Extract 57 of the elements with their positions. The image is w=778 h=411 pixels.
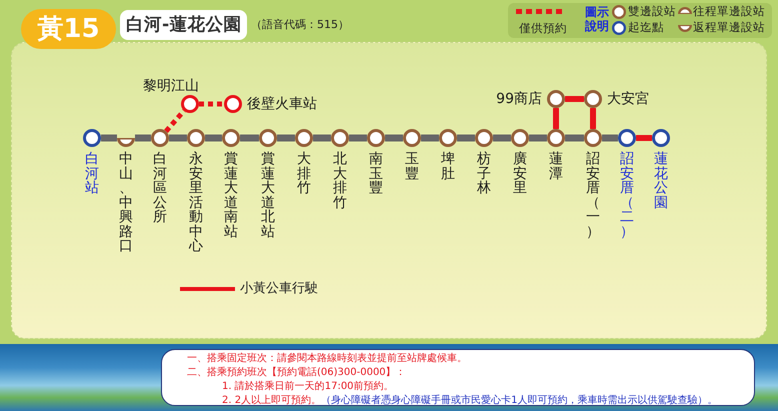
station-name: 北大排竹: [333, 152, 347, 210]
note-text: 二、搭乘預約班次【預約電話(06)300-0000】：: [187, 366, 406, 379]
route-line: [135, 134, 151, 142]
legend-text: 起迄點: [628, 20, 664, 35]
station-name: 永安里活動中心: [189, 152, 203, 254]
station-name: 後壁火車站: [247, 95, 317, 113]
note-text: 1. 請於搭乘日前一天的17:00前預約。: [222, 380, 394, 393]
station-name: 黎明江山: [143, 78, 199, 94]
station-name: 廣安里: [513, 152, 527, 196]
route-line: [421, 134, 439, 142]
station-name: 大安宮: [607, 90, 649, 108]
route-line: [590, 108, 596, 129]
route-title: 白河-蓮花公園: [120, 10, 248, 40]
route-line: [565, 134, 584, 142]
route-line: [553, 108, 559, 129]
legend-text: 返程單邊設站: [693, 20, 765, 35]
note-text: 2. 2人以上即可預約。: [222, 394, 322, 407]
route-line: [602, 134, 618, 142]
station-name: 中山、中興路口: [119, 152, 133, 254]
route-line: [240, 134, 259, 142]
dotted-route-line: [164, 109, 186, 133]
route-line: [457, 134, 475, 142]
dotted-route-line: [199, 102, 224, 106]
station-name: 詔安厝（二）: [620, 152, 634, 239]
station-name: 99商店: [496, 90, 542, 108]
legend-text: 僅供預約: [519, 21, 567, 36]
voice-code-text: （語音代碼：515）: [251, 17, 349, 33]
station-name: 白河站: [85, 152, 99, 196]
route-line: [277, 134, 295, 142]
route-line: [349, 134, 367, 142]
station-name: 詔安厝（一）: [586, 152, 600, 239]
legend-text: 小黃公車行駛: [240, 281, 318, 296]
station-name: 南玉豐: [369, 152, 383, 196]
route-line: [101, 134, 117, 142]
route-line: [636, 135, 652, 141]
legend-text: 雙邊設站: [628, 4, 676, 19]
route-line: [493, 134, 511, 142]
legend-text: 往程單邊設站: [693, 4, 765, 19]
station-name: 埤肚: [441, 152, 455, 181]
note-text: 一、搭乘固定班次：請參閱本路線時刻表並提前至站牌處候車。: [187, 352, 467, 365]
route-line: [385, 134, 403, 142]
station-name: 蓮潭: [549, 152, 563, 181]
route-line: [313, 134, 331, 142]
route-line: [169, 134, 187, 142]
station-name: 白河區公所: [153, 152, 167, 224]
station-name: 蓮花公園: [654, 152, 668, 210]
station-name: 賞蓮大道南站: [224, 152, 238, 239]
station-name: 枋子林: [477, 152, 491, 196]
legend-heading: 圖示說明: [585, 6, 610, 33]
route-line: [529, 134, 547, 142]
route-line: [205, 134, 222, 142]
station-name: 大排竹: [297, 152, 311, 196]
note-text: （身心障礙者憑身心障礙手冊或市民愛心卡1人即可預約，乘車時需出示以供駕駛查驗）。: [321, 394, 718, 407]
station-name: 玉豐: [405, 152, 419, 181]
route-line: [565, 96, 584, 102]
route-number: 黃15: [21, 9, 116, 49]
station-name: 賞蓮大道北站: [261, 152, 275, 239]
